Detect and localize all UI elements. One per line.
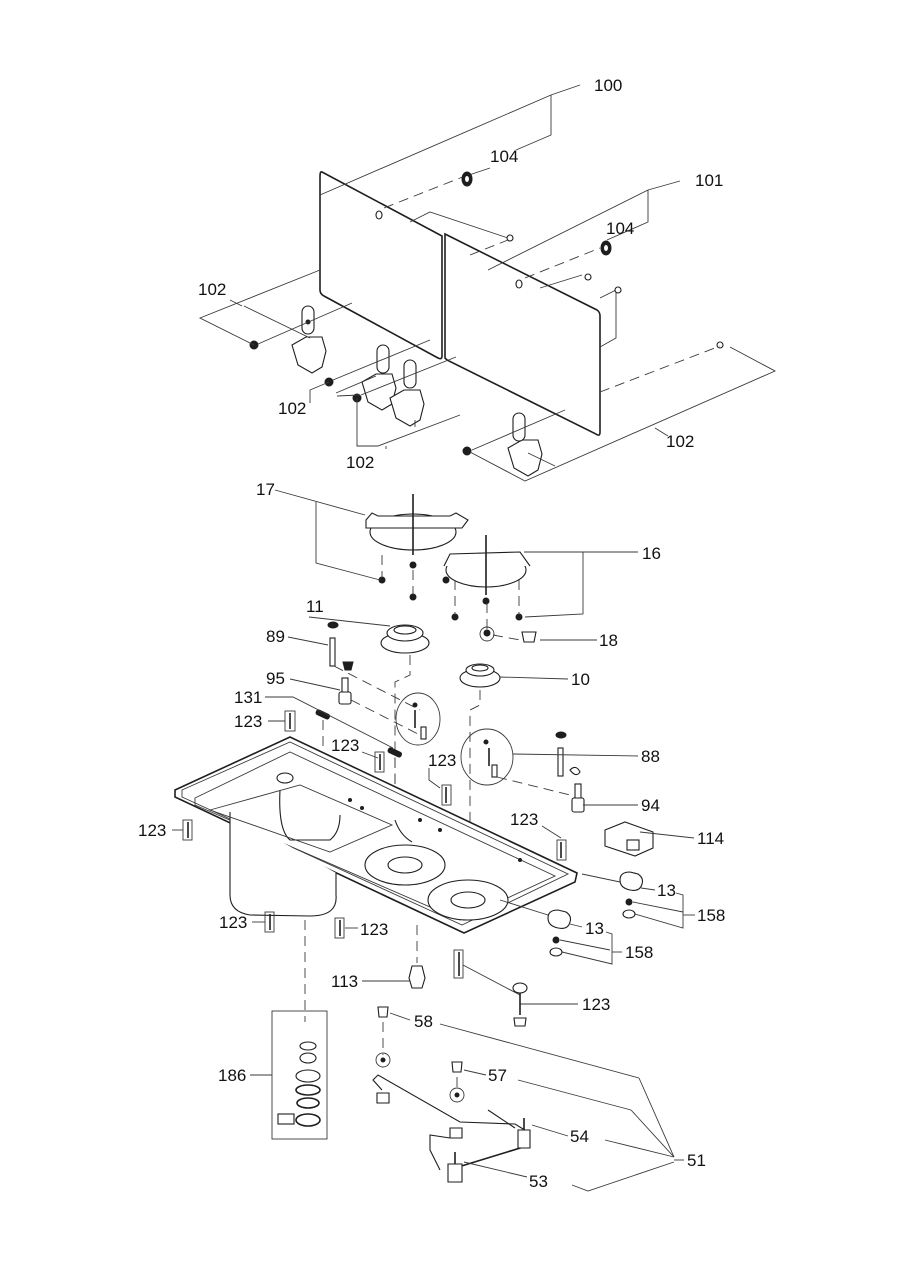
callout-186: 186 [218,1066,246,1085]
callout-114: 114 [697,829,724,848]
small-pins [506,234,724,349]
screws [182,710,567,979]
injector-nut-left [375,1006,411,1104]
knob-seal-set-right [622,892,695,929]
knob-seal-set-left [549,931,622,965]
ignition-electrode-left [287,621,354,671]
callout-16: 16 [642,544,661,563]
lid-bumper-right [600,240,612,256]
callout-89: 89 [266,627,285,646]
thermocouple-left [289,665,421,736]
callout-158: 158 [625,943,653,962]
callout-11: 11 [306,597,324,616]
callout-104: 104 [490,147,518,166]
callout-labels: 100 104 101 104 102 102 102 102 17 16 11… [138,76,725,1191]
callout-58: 58 [414,1012,433,1031]
callout-100: 100 [594,76,622,95]
callout-10: 10 [571,670,590,689]
callout-88: 88 [641,747,660,766]
callout-101: 101 [695,171,723,190]
callout-104: 104 [606,219,634,238]
callout-102: 102 [666,432,694,451]
sink-hob-tray [174,736,578,934]
callout-123: 123 [219,913,247,932]
pan-support-small [443,535,531,595]
control-knob-right [581,871,656,891]
ignition-electrode-right [512,731,639,777]
callout-158: 158 [697,906,725,925]
pan-support-feet [378,561,523,642]
burner-large [308,616,430,880]
callout-53: 53 [529,1172,548,1191]
hinge-center-right [352,359,425,427]
callout-123: 123 [234,712,262,731]
callout-54: 54 [570,1127,589,1146]
callout-51: 51 [687,1151,706,1170]
callout-95: 95 [266,669,285,688]
rubber-foot [521,631,537,643]
glass-lid-left [319,171,443,360]
ignition-button [362,925,426,989]
screw-leaders [172,720,578,1027]
burner-detail-circle-right [460,728,514,786]
callout-113: 113 [331,972,358,991]
callout-123: 123 [138,821,166,840]
burner-detail-circle-left [395,692,441,746]
thermocouple-right [496,776,638,813]
callout-94: 94 [641,796,660,815]
gas-manifold-pipes [372,1074,531,1171]
callout-102: 102 [198,280,226,299]
callout-131: 131 [234,688,262,707]
pan-support-leaders [274,489,638,641]
callout-102: 102 [278,399,306,418]
callout-102: 102 [346,453,374,472]
manifold-leaders [439,1023,684,1192]
callout-57: 57 [488,1066,507,1085]
control-knob-left [499,899,583,929]
callout-18: 18 [599,631,618,650]
burner-small [459,663,569,905]
callout-13: 13 [657,881,676,900]
callout-17: 17 [256,480,275,499]
pan-support-large [365,494,469,555]
hinge-right [462,412,543,477]
piezo-igniter [604,821,695,857]
lid-leaders [319,84,681,348]
hinge-left-outer [249,305,327,374]
callout-123: 123 [360,920,388,939]
gas-valve-left [447,1152,528,1183]
gas-valve-right [517,1118,569,1149]
injector-nut-right [449,1061,487,1139]
lid-bumper-left [461,171,473,187]
hinge-leaders [198,269,777,482]
callout-123: 123 [510,810,538,829]
callout-13: 13 [585,919,604,938]
callout-123: 123 [331,736,359,755]
glass-lid-right [444,232,601,436]
callout-123: 123 [428,751,456,770]
callout-123: 123 [582,995,610,1014]
waste-drain-kit [250,920,328,1140]
